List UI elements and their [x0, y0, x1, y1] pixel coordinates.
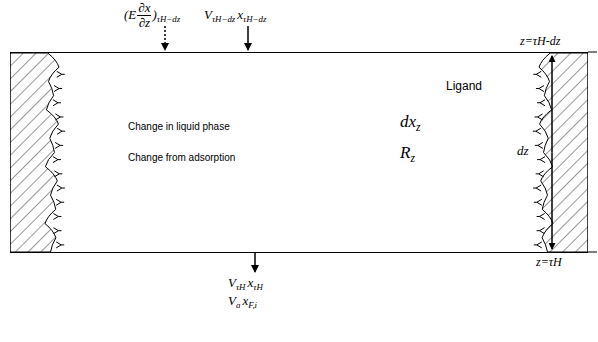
ligand-mark [54, 86, 62, 92]
ligand-mark [535, 114, 543, 120]
subscript: τH−dz [243, 14, 266, 24]
variable: V [228, 275, 236, 290]
ligand-mark [57, 71, 65, 77]
level-tick [588, 252, 597, 253]
ligand-mark [534, 199, 542, 205]
subscript: F,i [248, 300, 257, 310]
dimension-arrow [551, 56, 553, 153]
numerator: ∂x [137, 1, 151, 16]
outflow-arrow [254, 253, 256, 272]
text-group: Change in liquid phase [128, 121, 230, 132]
variable: x [237, 7, 243, 22]
variable: x [248, 275, 254, 290]
denominator: ∂z [137, 16, 151, 30]
ligand-mark [56, 199, 64, 205]
ligand-mark [55, 114, 63, 120]
subscript: a [236, 300, 240, 310]
packing-wall [539, 53, 588, 252]
text-group: Ligand [446, 80, 482, 93]
subscript: z [416, 121, 421, 134]
ligand-mark [536, 171, 544, 177]
text-group: (E∂x∂z)τH−dz [124, 1, 180, 31]
text-group: Change from adsorption [128, 152, 235, 163]
ligand-mark [534, 242, 542, 248]
level-label: z=τH [536, 255, 562, 269]
subscript: z [410, 152, 415, 165]
adsorption-label: Change from adsorption [128, 152, 235, 163]
wall-edge [10, 53, 11, 252]
ligand-mark [536, 86, 544, 92]
ligand-mark [57, 128, 65, 134]
variable: R [400, 143, 410, 162]
text-group: VτHxτH [228, 276, 263, 293]
subscript: τH−dz [157, 14, 180, 24]
text-group: z=τH [536, 256, 562, 269]
wall-edge [588, 53, 589, 252]
text-group: Rz [400, 144, 415, 166]
column-slice: Change in liquid phasedxzChange from ads… [10, 52, 588, 253]
ligand-mark [537, 100, 545, 106]
level-label: z=τH-dz [520, 34, 560, 48]
ligand-mark [537, 213, 545, 219]
variable: x [242, 293, 248, 308]
text-group: dz [516, 144, 530, 158]
ligand-mark [53, 213, 61, 219]
ligand-mark [533, 128, 541, 134]
ligand-mark [537, 157, 545, 163]
ligand-mark [53, 228, 61, 234]
subscript: τH−dz [212, 14, 235, 24]
text-group: z=τH-dz [520, 35, 560, 48]
ligand-mark [537, 228, 545, 234]
fraction: ∂x∂z [137, 1, 151, 31]
variable: V [228, 293, 236, 308]
dispersion-arrow [164, 26, 166, 50]
level-tick [588, 52, 597, 53]
variable: dx [400, 112, 416, 131]
text-group: VτH−dzxτH−dz [204, 8, 266, 25]
ligand-label: Ligand [446, 79, 482, 93]
text-group: dxz [400, 113, 421, 135]
ligand-mark [56, 242, 64, 248]
subscript: τH [253, 282, 263, 292]
dimension-label: dz [517, 143, 529, 158]
ligand-mark [54, 171, 62, 177]
math-term: ) [152, 7, 156, 22]
ligand-mark [53, 100, 61, 106]
phase-label: Change in liquid phase [128, 121, 230, 132]
ligand-mark [533, 71, 541, 77]
dimension-arrow [551, 153, 553, 250]
ligand-mark [57, 185, 65, 191]
math-term: (E [124, 7, 136, 22]
subscript: τH [236, 282, 246, 292]
inflow-arrow [247, 26, 249, 50]
variable: V [204, 7, 212, 22]
text-group: VaxF,i [228, 294, 257, 311]
ligand-mark [55, 142, 63, 148]
ligand-mark [53, 157, 61, 163]
ligand-mark [535, 142, 543, 148]
wall-drawing [10, 53, 588, 252]
packing-wall [10, 53, 59, 252]
ligand-mark [533, 185, 541, 191]
